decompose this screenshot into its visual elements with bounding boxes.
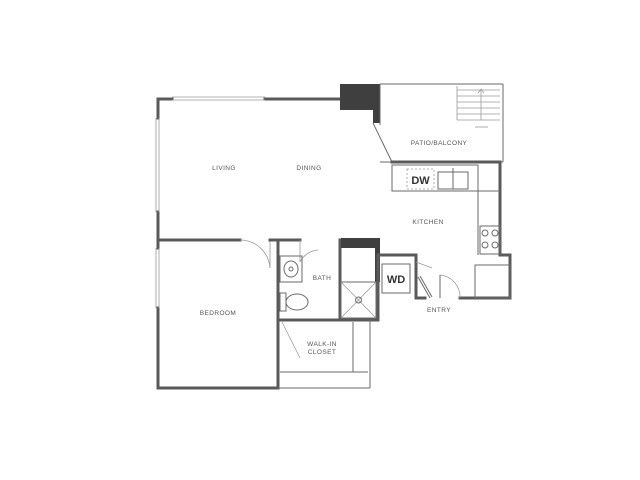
stove (479, 225, 501, 255)
washer-dryer-door (415, 261, 433, 269)
label-closet-line1: WALK-IN (307, 341, 337, 348)
bath-door (299, 240, 319, 263)
label-closet-line2: CLOSET (308, 349, 336, 356)
shower (340, 281, 377, 319)
patio-door (372, 122, 393, 163)
bedroom-door (239, 239, 271, 269)
structural-column (340, 84, 380, 123)
kitchen-counters (391, 164, 500, 255)
label-dining: DINING (296, 165, 321, 172)
bath-vanity (279, 255, 303, 283)
entry-door (417, 274, 461, 299)
kitchen-sink (437, 168, 469, 190)
refrigerator (474, 264, 511, 299)
plumbing-chase (341, 238, 380, 282)
label-bath: BATH (313, 275, 331, 282)
bedroom-walls (156, 238, 280, 390)
walk-in-closet-walls (278, 320, 371, 389)
label-bedroom: BEDROOM (200, 310, 236, 317)
closet-door (281, 321, 301, 359)
label-entry: ENTRY (427, 307, 451, 314)
washer-dryer-closet (376, 253, 418, 322)
label-living: LIVING (212, 165, 236, 172)
label-patio-balcony: PATIO/BALCONY (411, 140, 468, 147)
dishwasher (406, 168, 435, 190)
dishwasher-label: DW (411, 175, 430, 187)
living-window-top (172, 96, 265, 101)
bath-walls (276, 238, 380, 390)
bedroom-window (155, 248, 160, 308)
toilet (279, 292, 309, 312)
label-kitchen: KITCHEN (412, 219, 443, 226)
washer-dryer-label: WD (387, 274, 405, 286)
living-dining-walls (156, 97, 342, 242)
living-window-left (155, 118, 160, 212)
stairs (456, 86, 500, 128)
